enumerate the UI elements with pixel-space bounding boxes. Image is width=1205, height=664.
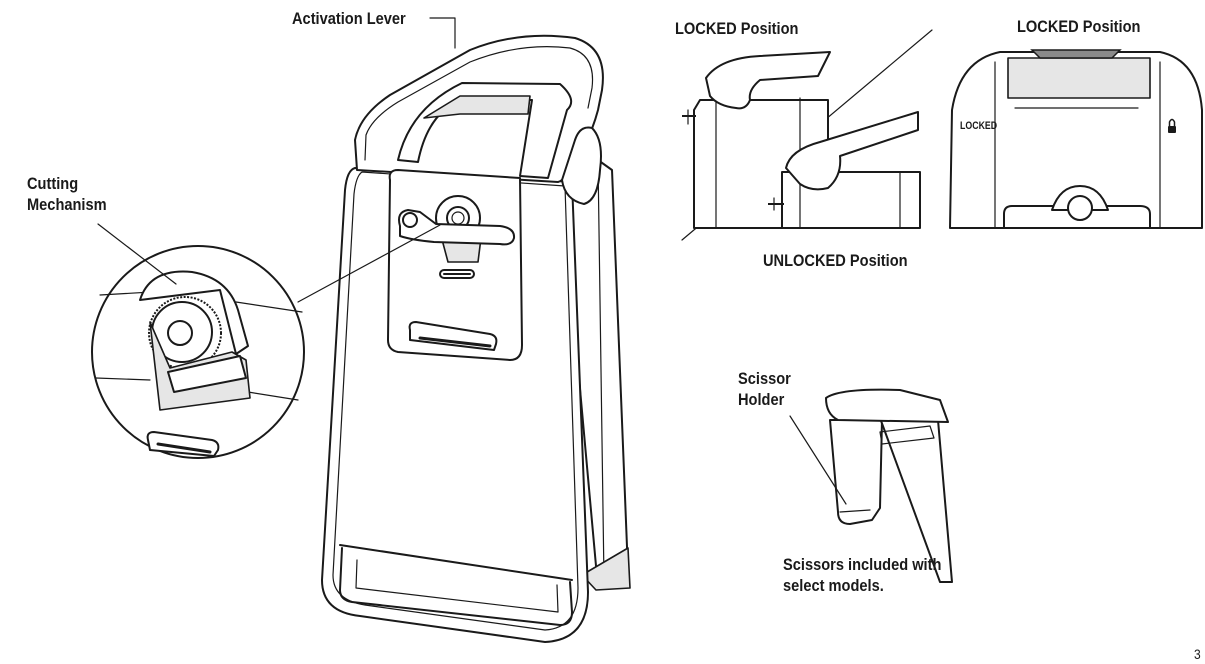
scissor-holder-label-line1: Scissor (738, 369, 791, 388)
locked-position-side-label: LOCKED Position (675, 19, 799, 38)
scissor-holder-label-line2: Holder (738, 390, 785, 409)
locked-position-front-label: LOCKED Position (1017, 17, 1141, 36)
locked-unlocked-side-views (681, 29, 933, 241)
cutting-mechanism-label-line1: Cutting (27, 174, 79, 193)
cutting-mechanism-label-line2: Mechanism (27, 195, 107, 214)
activation-lever-label: Activation Lever (292, 9, 406, 28)
scissors-note-line2: select models. (783, 576, 884, 595)
activation-lever-leader (429, 17, 456, 49)
locked-device-marking: LOCKED (960, 120, 998, 132)
padlock-icon (1168, 120, 1174, 132)
scissor-holder-view (789, 388, 953, 583)
unlocked-position-label: UNLOCKED Position (763, 251, 908, 270)
page-number: 3 (1194, 646, 1201, 662)
scissors-note-line1: Scissors included with (783, 555, 942, 574)
can-opener-main-view (321, 34, 631, 643)
cutting-mechanism-zoom (91, 223, 441, 459)
locked-front-view (949, 49, 1203, 229)
